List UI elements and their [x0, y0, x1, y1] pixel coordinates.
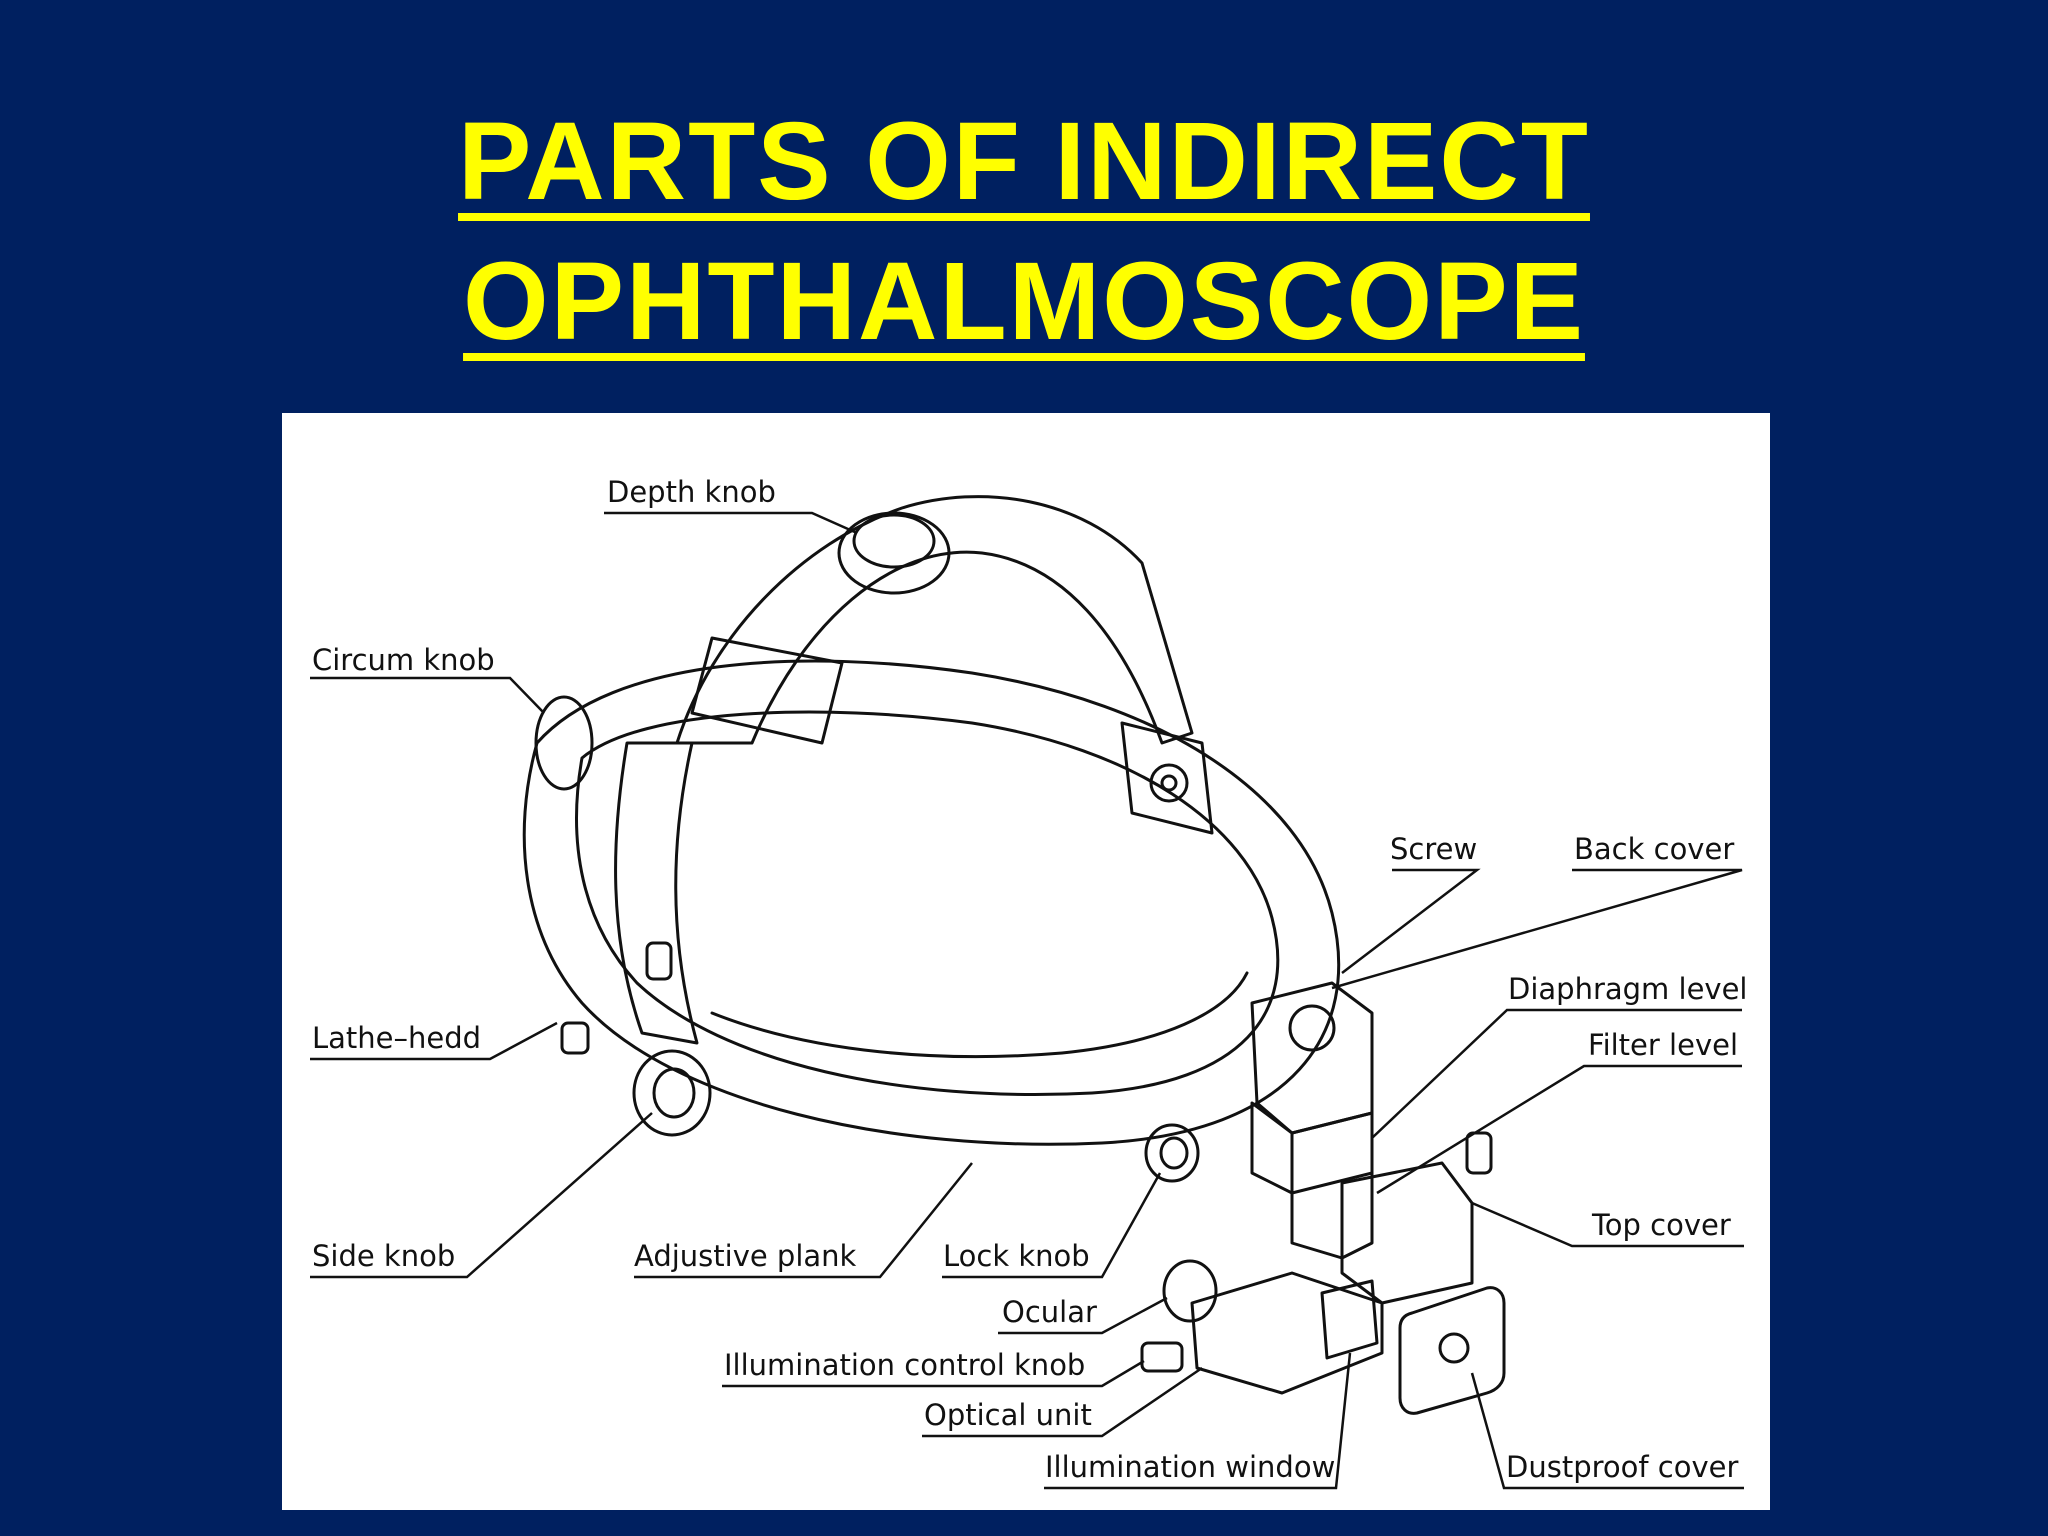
- label-back-cover: Back cover: [1574, 832, 1734, 866]
- top-strap-flap: [690, 636, 844, 745]
- top-cover-shape: [1340, 1161, 1474, 1305]
- headband-outer: [522, 659, 1341, 1146]
- label-screw: Screw: [1390, 832, 1477, 866]
- screw-leader: [1341, 868, 1481, 974]
- front-strap: [614, 741, 699, 1045]
- optical-unit-shape: [1190, 1271, 1384, 1395]
- lock-knob-shape: [1144, 1123, 1200, 1183]
- label-optical-unit: Optical unit: [924, 1398, 1092, 1432]
- label-dustproof-cover: Dustproof cover: [1506, 1450, 1738, 1484]
- label-ocular: Ocular: [1002, 1295, 1097, 1329]
- label-illumination-control-knob: Illumination control knob: [724, 1348, 1085, 1382]
- back-cover-leader: [1331, 868, 1743, 990]
- label-side-knob: Side knob: [312, 1239, 455, 1273]
- label-diaphragm-level: Diaphragm level: [1508, 972, 1747, 1006]
- side-knob-shape: [632, 1049, 712, 1137]
- lathe-hedd-block: [560, 1021, 590, 1055]
- side-knob-leader: [310, 1112, 653, 1279]
- ocular-leader: [998, 1296, 1168, 1335]
- title-line-1: PARTS OF INDIRECT: [458, 100, 1590, 223]
- illumination-window-shape: [1320, 1279, 1379, 1360]
- label-adjustive-plank: Adjustive plank: [634, 1239, 857, 1273]
- lock-knob-center: [1159, 1136, 1189, 1170]
- label-top-cover: Top cover: [1591, 1208, 1731, 1242]
- mount-screw-center: [1160, 774, 1178, 792]
- label-circum-knob: Circum knob: [312, 643, 495, 677]
- column: [1290, 1171, 1374, 1260]
- illumination-control-knob-leader: [722, 1359, 1145, 1388]
- diaphragm-level-leader: [1371, 1008, 1742, 1139]
- depth-knob-top: [852, 513, 936, 569]
- label-lathe-hedd: Lathe–hedd: [312, 1021, 481, 1055]
- illumination-window-leader: [1044, 1352, 1352, 1490]
- ophthalmoscope-diagram: Depth knob Circum knob Lathe–hedd Side k…: [282, 413, 1770, 1510]
- dustproof-cover-leader: [1470, 1372, 1744, 1490]
- ocular-shape: [1162, 1259, 1218, 1323]
- illumination-control-knob-shape: [1140, 1341, 1184, 1373]
- filter-level-leader: [1376, 1064, 1742, 1195]
- leader-lines: [310, 511, 1744, 1490]
- circum-knob-shape: [534, 695, 594, 791]
- back-cover-vent: [1288, 1004, 1336, 1052]
- top-strap: [675, 495, 1194, 745]
- headband-inner-lower-edge: [710, 971, 1249, 1059]
- side-knob-right: [1465, 1131, 1493, 1175]
- optical-unit-leader: [922, 1366, 1203, 1438]
- adjustive-plank-leader: [634, 1162, 973, 1279]
- side-knob-center: [652, 1067, 696, 1119]
- headset-illustration: [522, 495, 1506, 1415]
- label-filter-level: Filter level: [1588, 1028, 1738, 1062]
- depth-knob-leader: [604, 511, 858, 535]
- slide-title: PARTS OF INDIRECT OPHTHALMOSCOPE: [0, 92, 2048, 372]
- label-lock-knob: Lock knob: [943, 1239, 1090, 1273]
- front-clip: [645, 941, 673, 981]
- dustproof-cover-hole: [1438, 1332, 1470, 1364]
- diagram-drawing: Depth knob Circum knob Lathe–hedd Side k…: [310, 475, 1747, 1490]
- label-depth-knob: Depth knob: [607, 475, 776, 509]
- top-cover-leader: [1471, 1201, 1744, 1248]
- headband-inner: [575, 710, 1280, 1096]
- dustproof-cover-shape: [1398, 1286, 1506, 1415]
- part-labels: Depth knob Circum knob Lathe–hedd Side k…: [312, 475, 1747, 1484]
- title-line-2: OPHTHALMOSCOPE: [463, 240, 1585, 363]
- depth-knob-shape: [837, 511, 951, 595]
- lathe-hedd-leader: [310, 1021, 558, 1061]
- label-illumination-window: Illumination window: [1045, 1450, 1335, 1484]
- mount-screw: [1149, 763, 1189, 803]
- lock-knob-leader: [942, 1172, 1162, 1279]
- mount-plate: [1120, 721, 1214, 835]
- circum-knob-leader: [310, 676, 545, 714]
